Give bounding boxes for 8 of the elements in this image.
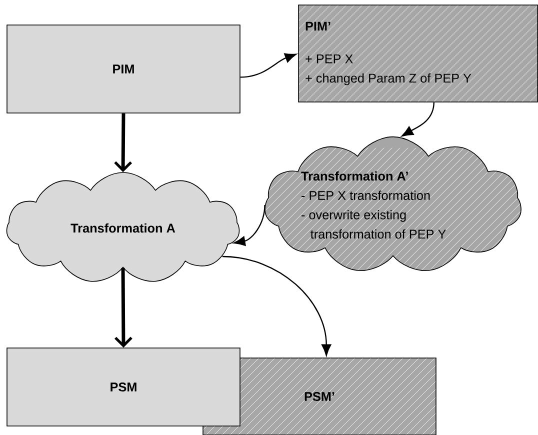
arrow — [402, 102, 434, 136]
process-box: PIM — [6, 24, 240, 114]
arrow — [114, 113, 132, 172]
arrow — [240, 53, 297, 78]
arrow — [234, 204, 266, 246]
process-box: PIM’ + PEP X + changed Param Z of PEP Y — [298, 4, 538, 102]
process-box: PSM — [6, 348, 240, 426]
arrow — [222, 256, 332, 356]
